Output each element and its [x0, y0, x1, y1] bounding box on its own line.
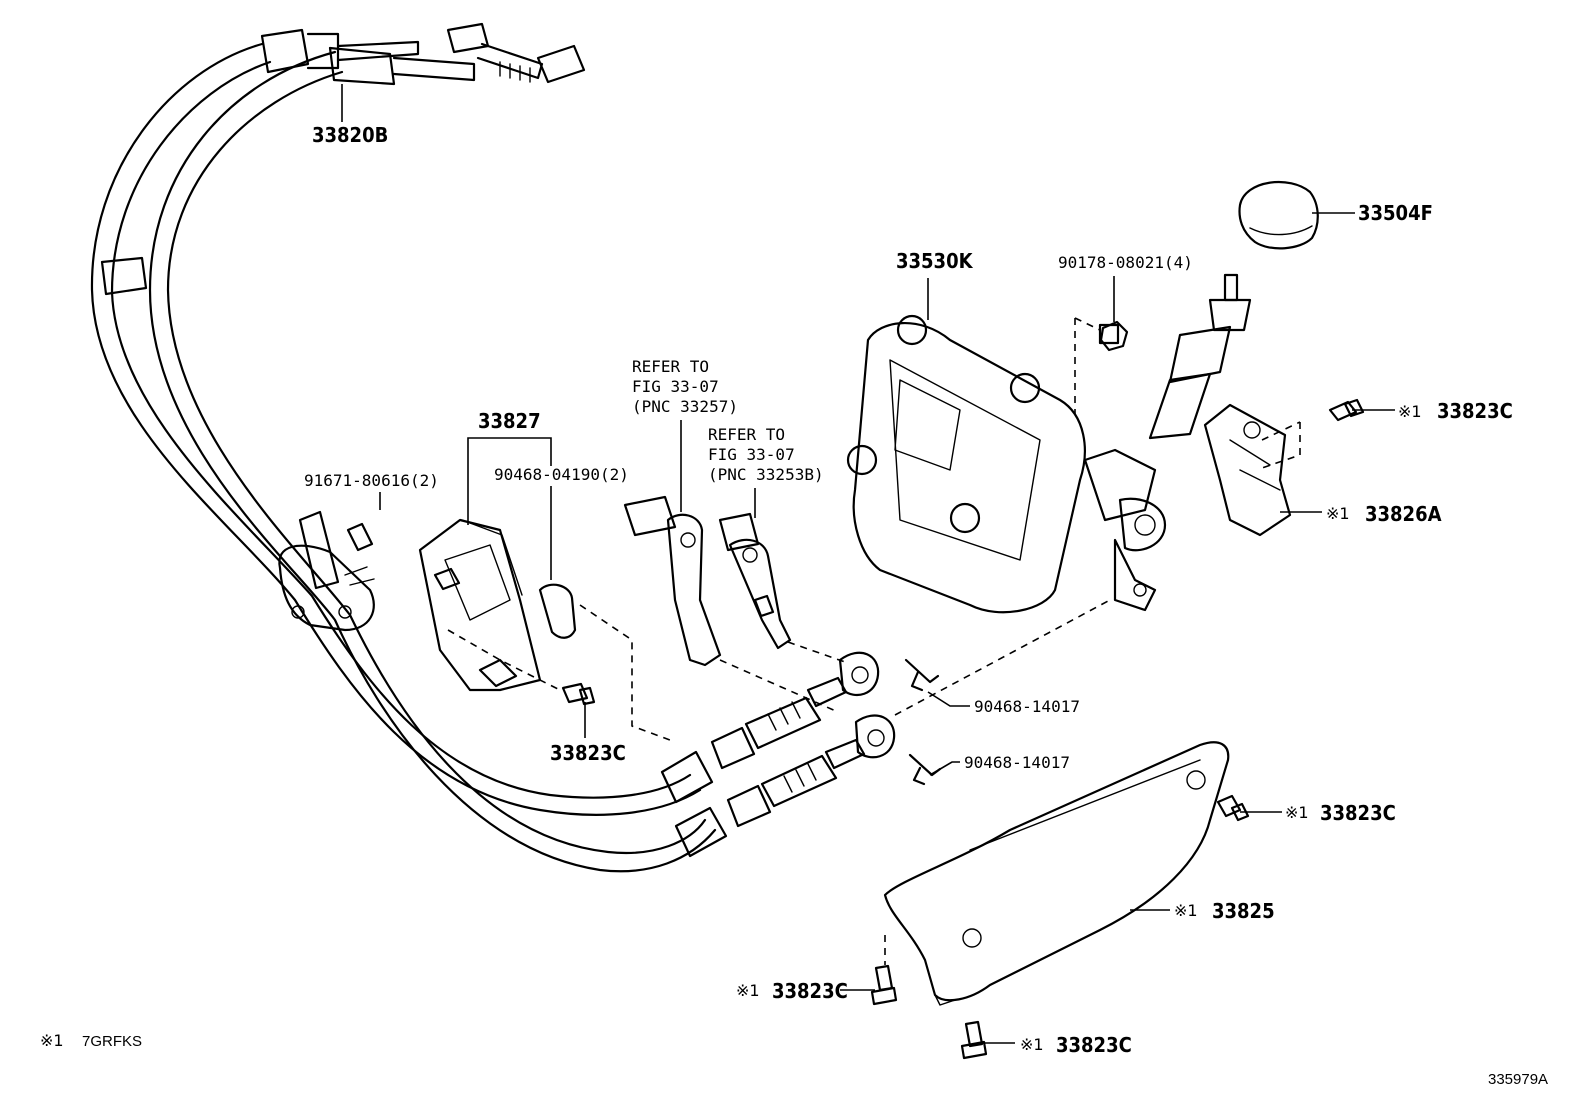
part-label-33825: 33825 [1212, 899, 1275, 923]
part-label-91671-80616: 91671-80616(2) [304, 471, 439, 490]
part-label-90468-04190: 90468-04190(2) [494, 465, 629, 484]
part-label-90468-14017-lower: 90468-14017 [964, 753, 1070, 772]
note-mark: ※1 [736, 981, 760, 1000]
refer-note-pnc-33253b-line2: FIG 33-07 [708, 445, 795, 464]
part-label-33823c-cover-bottom: 33823C [1056, 1033, 1132, 1057]
part-label-90178-08021: 90178-08021(4) [1058, 253, 1193, 272]
note-mark: ※1 [1020, 1035, 1044, 1054]
note-mark: ※1 [1285, 803, 1309, 822]
part-label-90468-14017-upper: 90468-14017 [974, 697, 1080, 716]
bracket-33826a-illustration [1203, 403, 1292, 537]
refer-note-pnc-33257-line3: (PNC 33257) [632, 397, 738, 416]
cover-33825-illustration [883, 741, 1230, 1006]
part-label-33504f: 33504F [1358, 201, 1433, 225]
leader-lines [341, 84, 1395, 1044]
shift-levers-illustration [623, 495, 792, 667]
footnote-mark: ※1 [40, 1031, 64, 1050]
refer-note-pnc-33257-line2: FIG 33-07 [632, 377, 719, 396]
part-label-33823c-upper-right: 33823C [1437, 399, 1513, 423]
control-cable-illustration [90, 22, 896, 873]
part-label-33820b: 33820B [312, 123, 388, 147]
part-label-33530k: 33530K [896, 249, 974, 273]
dashed-reference-lines [447, 317, 1301, 965]
clip-90468-04190-illustration [538, 583, 577, 639]
note-mark: ※1 [1174, 901, 1198, 920]
pins-illustration [904, 658, 942, 786]
part-label-33823c-cover-right: 33823C [1320, 801, 1396, 825]
shift-knob-illustration [1238, 180, 1319, 250]
bracket-33827-illustration [418, 518, 542, 692]
shift-lever-assembly-illustration [846, 273, 1252, 614]
note-mark: ※1 [1398, 402, 1422, 421]
illustration-id: 335979A [1488, 1071, 1548, 1088]
refer-note-pnc-33253b-line1: REFER TO [708, 425, 785, 444]
part-label-33823c-lower-left: 33823C [550, 741, 626, 765]
note-mark: ※1 [1326, 504, 1350, 523]
refer-note-pnc-33253b-line3: (PNC 33253B) [708, 465, 824, 484]
part-label-33823c-cover-left: 33823C [772, 979, 848, 1003]
footnote-text: 7GRFKS [82, 1033, 142, 1050]
part-label-33826a: 33826A [1365, 502, 1442, 526]
refer-note-pnc-33257-line1: REFER TO [632, 357, 709, 376]
part-label-33827: 33827 [478, 409, 541, 433]
bolts-illustration [346, 320, 1365, 1060]
